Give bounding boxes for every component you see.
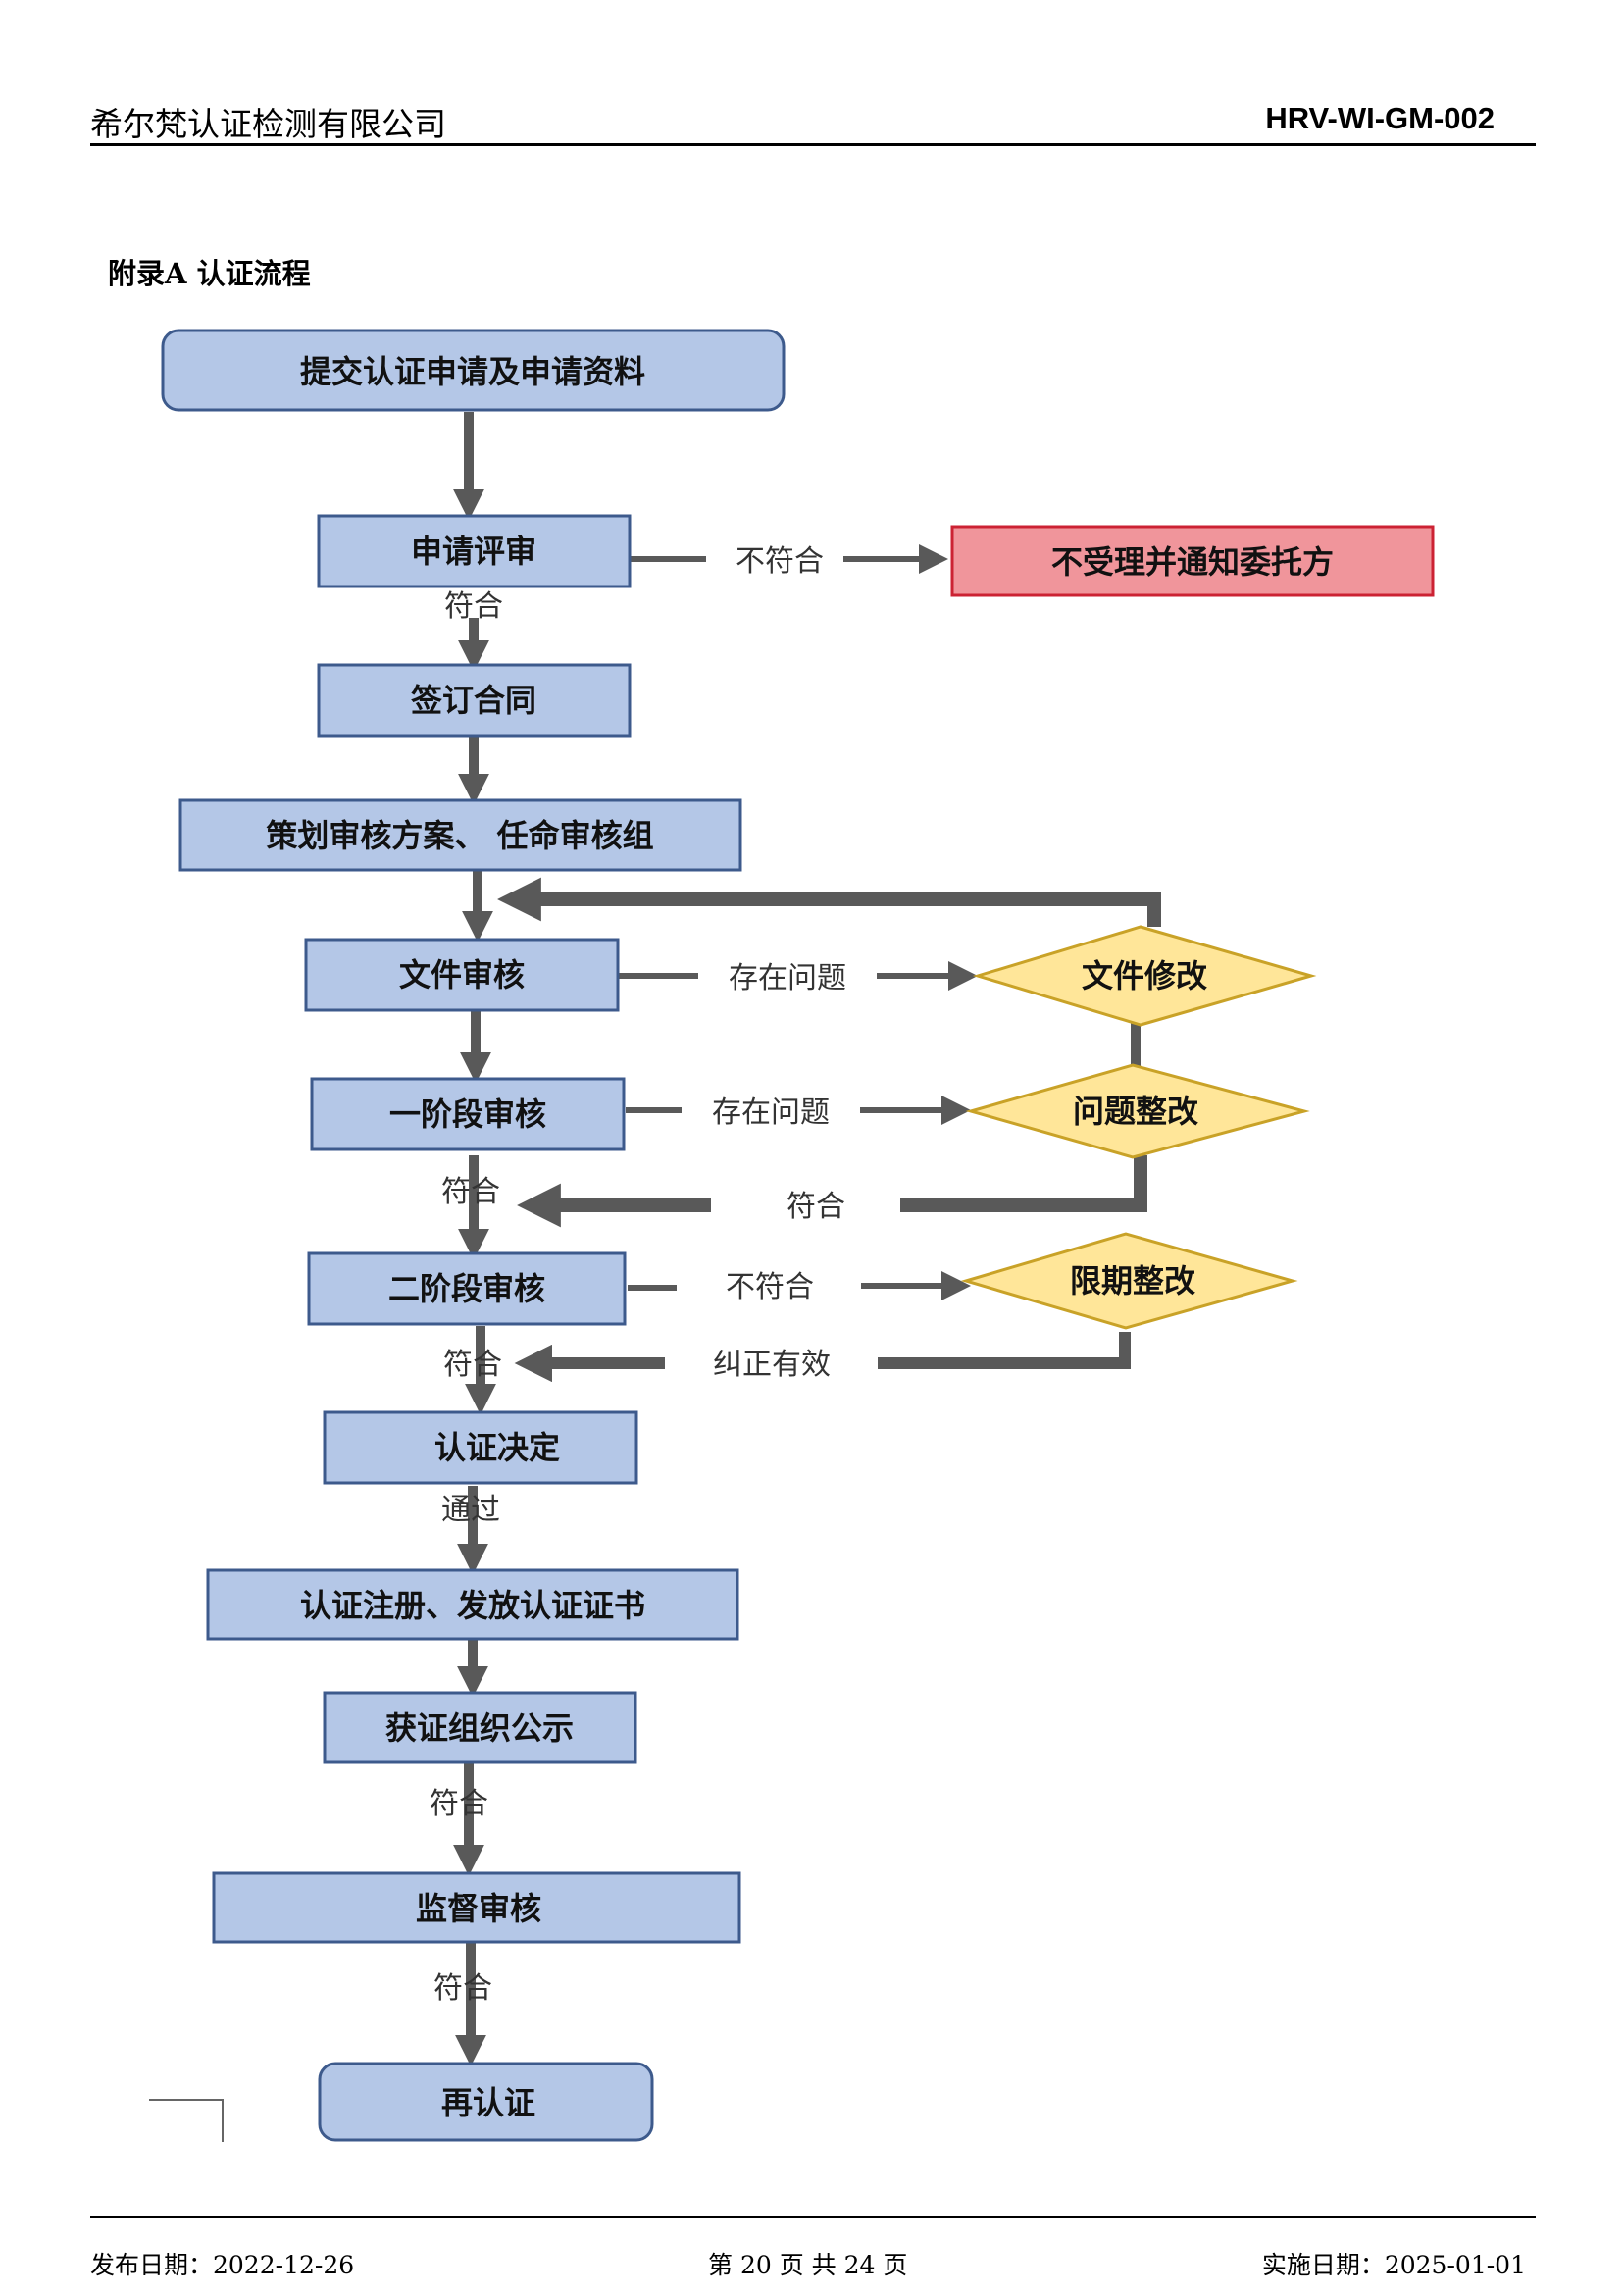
- decision-box: [323, 1410, 638, 1485]
- stage1-text: 一阶段审核: [389, 1096, 546, 1133]
- label-publicize-conform: 符合: [430, 1787, 488, 1821]
- corner-mark: [149, 2099, 224, 2142]
- label-stage2-not-conform: 不符合: [726, 1270, 814, 1304]
- surveillance-text: 监督审核: [416, 1890, 541, 1927]
- app-review-box: [317, 514, 632, 588]
- stage1-box: [310, 1077, 626, 1151]
- process-boxes: 提交认证申请及申请资料 申请评审 不受理并通知委托方 签订合同 策划审核方案、 …: [161, 329, 1435, 2142]
- rectify-text: 问题整改: [1073, 1093, 1198, 1130]
- label-surveillance-conform: 符合: [433, 1971, 492, 2006]
- deadline-rectify-diamond: [960, 1232, 1298, 1330]
- issue-date: 发布日期：2022-12-26: [90, 2251, 355, 2279]
- recert-text: 再认证: [441, 2084, 535, 2121]
- label-stage1-has-issue: 存在问题: [712, 1096, 830, 1130]
- plan-text: 策划审核方案、 任命审核组: [266, 817, 653, 854]
- decision-text: 认证决定: [434, 1429, 560, 1466]
- submit-text: 提交认证申请及申请资料: [300, 353, 645, 390]
- surveillance-box: [212, 1871, 741, 1944]
- company-name: 希尔梵认证检测有限公司: [90, 105, 446, 143]
- reject-text: 不受理并通知委托方: [1051, 543, 1334, 581]
- app-review-text: 申请评审: [411, 533, 536, 570]
- label-review-conform: 符合: [444, 589, 503, 624]
- recert-box: [318, 2062, 654, 2142]
- document-code: HRV-WI-GM-002: [1265, 101, 1495, 135]
- publicize-box: [323, 1691, 637, 1764]
- label-pass: 通过: [441, 1493, 500, 1527]
- doc-modify-diamond: [972, 925, 1317, 1027]
- register-text: 认证注册、发放认证证书: [300, 1587, 645, 1624]
- connectors: [452, 412, 1161, 2066]
- stage2-text: 二阶段审核: [388, 1270, 545, 1307]
- appendix-title: 附录A 认证流程: [108, 257, 311, 290]
- doc-review-text: 文件审核: [399, 956, 525, 994]
- stage2-box: [307, 1251, 627, 1326]
- label-stage1-conform: 符合: [441, 1175, 500, 1209]
- effective-date: 实施日期：2025-01-01: [1261, 2251, 1526, 2279]
- rectify-diamond: [965, 1063, 1310, 1159]
- label-stage2-conform: 符合: [443, 1348, 502, 1382]
- register-box: [206, 1568, 739, 1641]
- label-doc-has-issue: 存在问题: [729, 961, 846, 995]
- doc-review-box: [304, 938, 620, 1012]
- decision-diamonds: 文件修改 问题整改 限期整改: [960, 925, 1317, 1330]
- deadline-rectify-text: 限期整改: [1070, 1262, 1195, 1300]
- doc-modify-text: 文件修改: [1082, 957, 1207, 994]
- submit-box: [161, 329, 786, 412]
- line-deadline-return-right: [878, 1332, 1131, 1369]
- contract-box: [317, 663, 632, 738]
- page-number: 第 20 页 共 24 页: [708, 2251, 908, 2279]
- plan-box: [178, 798, 742, 872]
- label-rectify-conform: 符合: [787, 1190, 845, 1224]
- header-rule: [90, 143, 1536, 146]
- publicize-text: 获证组织公示: [385, 1709, 574, 1747]
- arrow-docmodify-return: [497, 877, 1161, 927]
- label-review-not-conform: 不符合: [736, 544, 824, 579]
- label-corrected: 纠正有效: [713, 1348, 831, 1382]
- footer-rule: [90, 2216, 1536, 2218]
- line-rectify-return-right: [900, 1155, 1147, 1212]
- reject-box: [950, 525, 1435, 597]
- connector-labels: 不符合 符合 存在问题 存在问题 符合 符合 不符合 符合 纠正有效 通过 符合…: [430, 539, 877, 2006]
- contract-text: 签订合同: [411, 682, 536, 719]
